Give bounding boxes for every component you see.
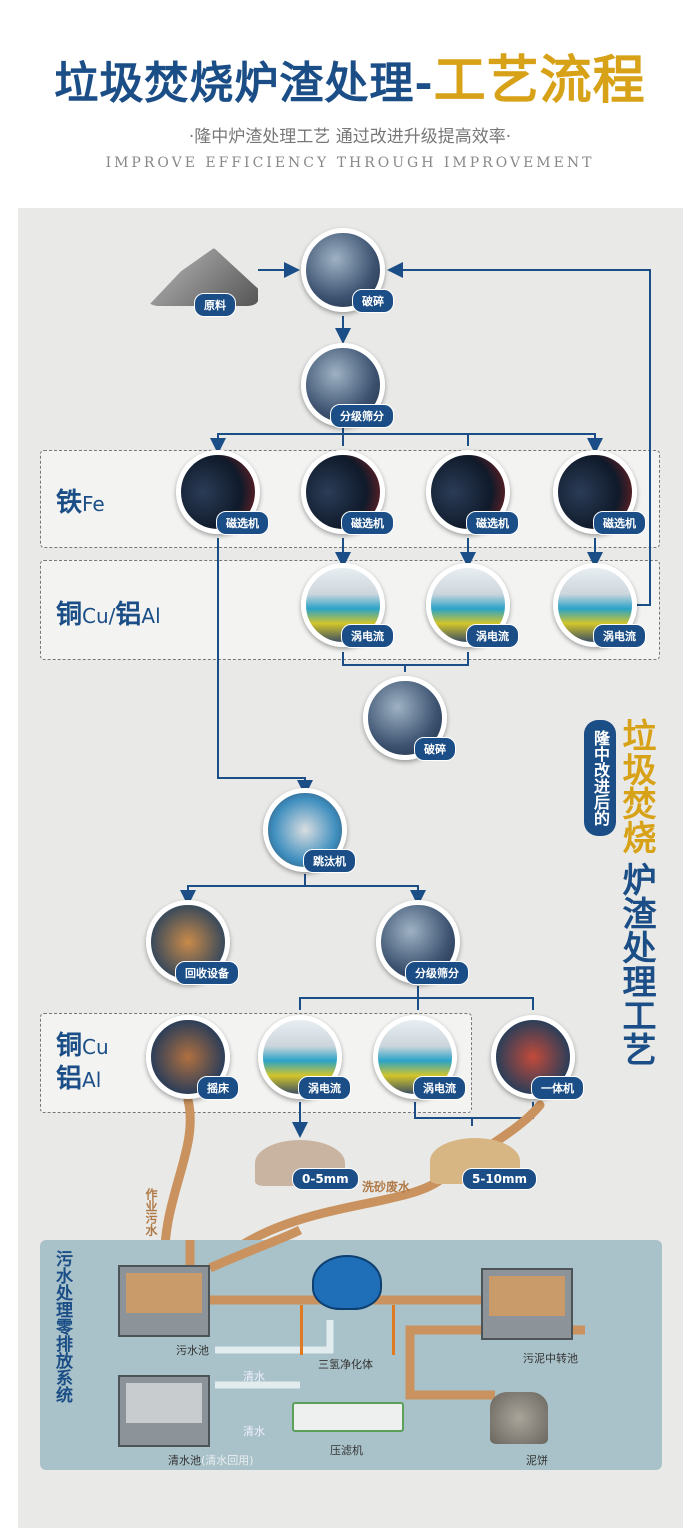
copper-aluminum-label-2: 铜Cu 铝Al (56, 1030, 109, 1096)
purifier-image (312, 1255, 382, 1310)
magnetic-separator-1: 磁选机 (176, 450, 269, 535)
node-label: / (108, 604, 116, 628)
page-title: 垃圾焚烧炉渣处理-工艺流程 (0, 38, 700, 113)
wastewater-system-title: 污水处理零排放系统 (52, 1250, 72, 1403)
node-label: Fe (82, 492, 105, 516)
node-label: 铝 (115, 600, 142, 630)
node-label: 铜 (56, 1031, 83, 1061)
sludge-pool-image (481, 1268, 573, 1340)
recovery-node: 回收设备 (146, 900, 239, 985)
jig-node: 跳汰机 (263, 788, 356, 873)
crusher-node-2: 破碎 (363, 676, 456, 761)
subtitle: ·隆中炉渣处理工艺 通过改进升级提高效率· (188, 127, 512, 147)
clear-water-label-1: 清水 (243, 1370, 265, 1383)
clear-pool-label: 清水池(清水回用) (168, 1452, 254, 1468)
node-label: Al (141, 604, 161, 628)
node-label: 磁选机 (593, 511, 646, 535)
subtitle-en: IMPROVE EFFICIENCY THROUGH IMPROVEMENT (105, 155, 595, 171)
node-label: 涡电流 (593, 624, 646, 648)
screen-label: 分级筛分 (330, 404, 394, 428)
node-label: Al (82, 1068, 102, 1092)
node-label: 摇床 (197, 1076, 239, 1100)
node-label: 清水池 (168, 1454, 201, 1467)
eddy-current-1: 涡电流 (301, 563, 394, 648)
title-main: 垃圾焚烧炉渣处理- (54, 58, 434, 109)
clear-water-label-2: 清水 (243, 1425, 265, 1438)
mud-cake-image (490, 1392, 548, 1444)
node-label: 磁选机 (466, 511, 519, 535)
sewage-pool-image (118, 1265, 210, 1337)
raw-label: 原料 (194, 293, 236, 317)
work-water-label: 作业污水 (144, 1188, 158, 1236)
crusher-node-1: 破碎 (301, 228, 394, 313)
node-label: 一体机 (531, 1076, 584, 1100)
node-label: 回收设备 (175, 961, 239, 985)
shaker-table-node: 摇床 (146, 1015, 239, 1100)
side-title-accent: 垃圾焚烧 (616, 718, 656, 854)
node-label: 涡电流 (298, 1076, 351, 1100)
title-accent: 工艺流程 (433, 50, 646, 111)
magnetic-separator-4: 磁选机 (553, 450, 646, 535)
wash-water-label: 洗砂废水 (362, 1180, 411, 1194)
node-label: 铜 (56, 600, 83, 630)
node-label: 分级筛分 (405, 961, 469, 985)
coarse-sand-label: 5-10mm (462, 1168, 538, 1190)
node-label: Cu (82, 1035, 109, 1059)
node-label: 涡电流 (341, 624, 394, 648)
sewage-pool-label: 污水池 (176, 1344, 209, 1357)
filter-press-image (292, 1402, 404, 1432)
fine-sand-label: 0-5mm (292, 1168, 359, 1190)
node-label: (清水回用) (201, 1454, 254, 1467)
node-label: 涡电流 (466, 624, 519, 648)
eddy-current-4: 涡电流 (258, 1015, 351, 1100)
eddy-current-5: 涡电流 (373, 1015, 466, 1100)
eddy-current-3: 涡电流 (553, 563, 646, 648)
eddy-current-2: 涡电流 (426, 563, 519, 648)
side-title-pill: 隆中改进后的 (584, 720, 616, 836)
side-title-main: 炉渣处理工艺 (616, 862, 656, 1066)
node-label: 涡电流 (413, 1076, 466, 1100)
screen-node-2: 分级筛分 (376, 900, 469, 985)
purifier-label: 三氢净化体 (318, 1358, 373, 1371)
magnetic-separator-2: 磁选机 (301, 450, 394, 535)
mud-cake-label: 泥饼 (526, 1454, 548, 1467)
screen-node-1: 分级筛分 (301, 343, 394, 428)
node-label: Cu (82, 604, 109, 628)
iron-label: 铁Fe (56, 482, 105, 519)
integrated-machine-node: 一体机 (491, 1015, 584, 1100)
node-label: 磁选机 (341, 511, 394, 535)
sludge-pool-label: 污泥中转池 (523, 1352, 578, 1365)
copper-aluminum-label: 铜Cu/铝Al (56, 594, 161, 631)
node-label: 跳汰机 (303, 849, 356, 873)
node-label: 铁 (56, 488, 83, 518)
purifier-frame (300, 1305, 395, 1355)
node-label: 磁选机 (216, 511, 269, 535)
node-label: 铝 (56, 1064, 83, 1094)
clear-pool-image (118, 1375, 210, 1447)
crusher-label: 破碎 (352, 289, 394, 313)
filter-press-label: 压滤机 (330, 1444, 363, 1457)
node-label: 破碎 (414, 737, 456, 761)
magnetic-separator-3: 磁选机 (426, 450, 519, 535)
